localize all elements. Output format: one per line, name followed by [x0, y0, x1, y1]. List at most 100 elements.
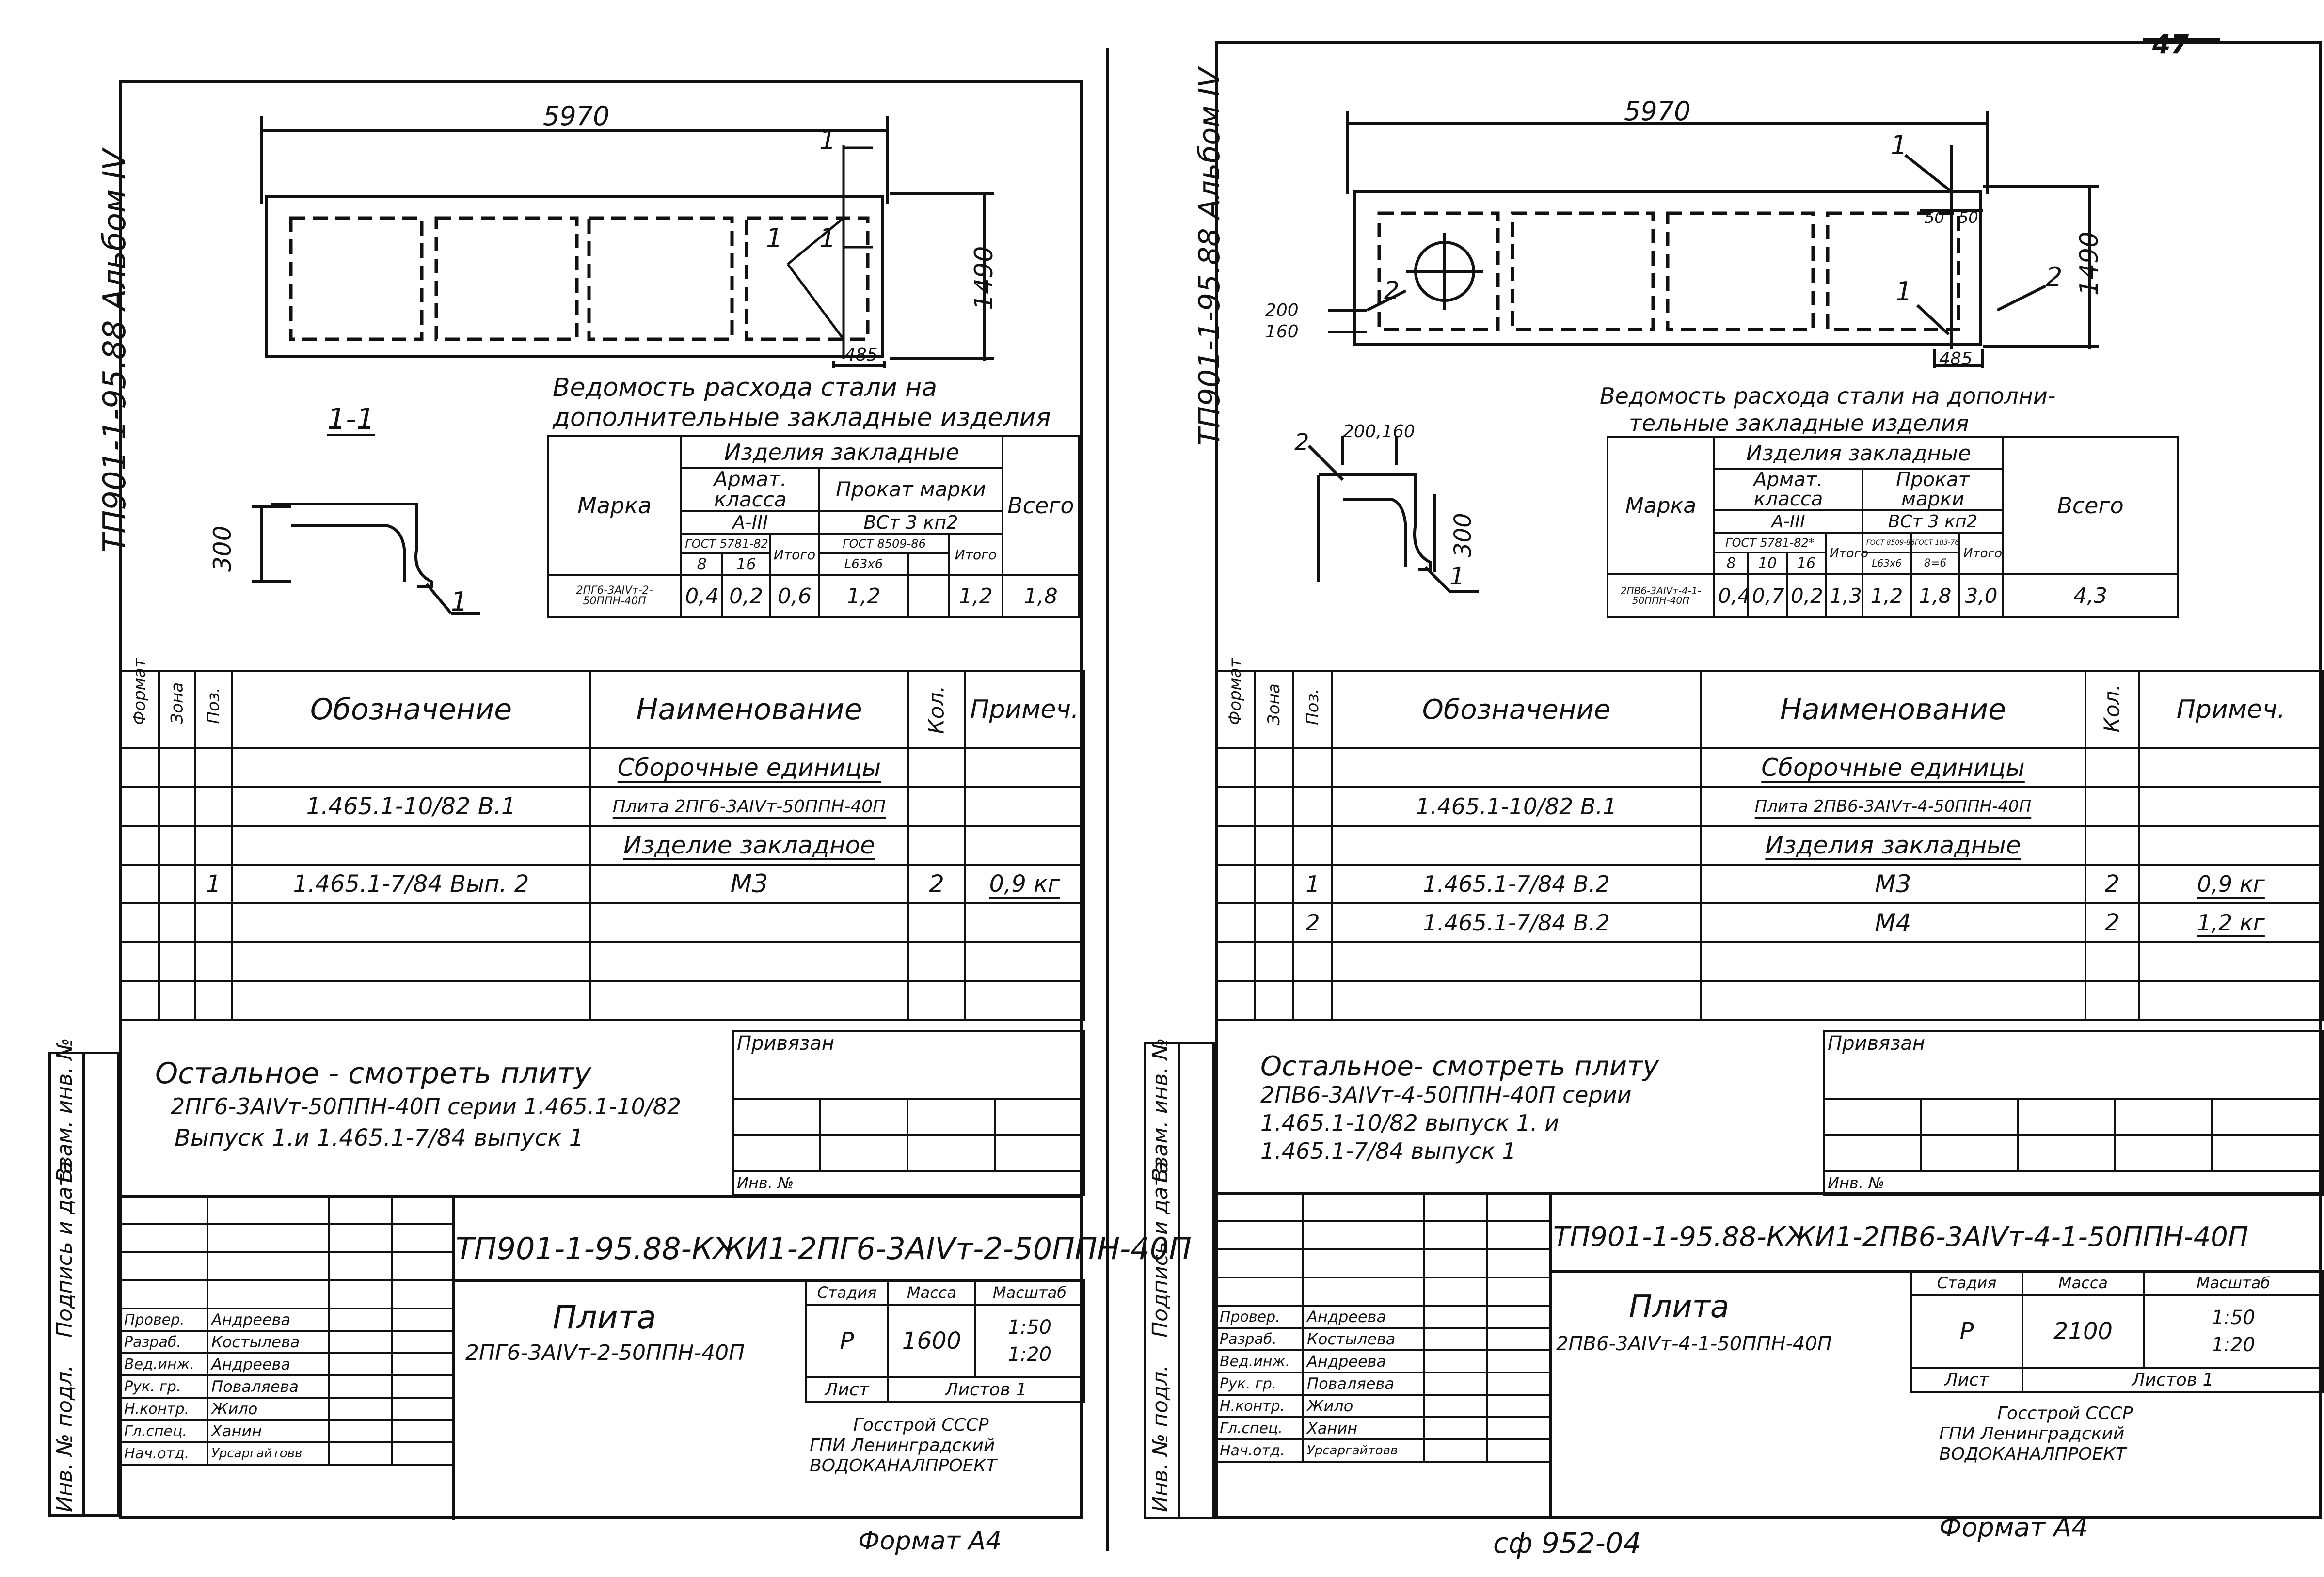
- side-strip-divider-2: [1178, 1042, 1180, 1519]
- h2-massa: Масса: [2022, 1270, 2145, 1296]
- steel-title-2-line2: тельные закладные изделия: [1629, 410, 1969, 436]
- c2-v3: 1,3: [1825, 573, 1863, 618]
- section-embedded: Изделие закладное: [589, 825, 909, 866]
- massa-value-2: 2100: [2022, 1294, 2145, 1369]
- cell-v3: 1,2: [818, 574, 909, 618]
- bottom-code: сф 952-04: [1493, 1527, 1641, 1560]
- role2-1: Разраб.: [1215, 1327, 1304, 1351]
- signature-table: Провер.Андреева Разраб.Костылева Вед.инж…: [119, 1195, 454, 1466]
- row2-2-qty: 2: [2085, 864, 2140, 904]
- h2-masshtab: Масштаб: [2143, 1270, 2324, 1296]
- row2-3-designation: 1.465.1-7/84 В.2: [1331, 902, 1702, 943]
- inv-label: Инв. №: [732, 1170, 1085, 1196]
- h-oboznachenie: Обозначение: [231, 670, 591, 749]
- row2-3-pos: 2: [1292, 902, 1333, 943]
- c2-v2: 0,2: [1786, 573, 1827, 618]
- mark-1-bottom: 1: [1895, 276, 1912, 307]
- h2-d16: 16: [1786, 552, 1827, 575]
- role2-2: Вед.инж.: [1215, 1349, 1304, 1373]
- person-3: Поваляева: [207, 1374, 330, 1399]
- person2-4: Жило: [1302, 1394, 1425, 1418]
- row2-3-note: 1,2 кг: [2138, 902, 2324, 943]
- list-label: Лист: [805, 1376, 889, 1403]
- section-item-mark: 1: [451, 586, 468, 617]
- title-big-2: Плита: [1629, 1289, 1730, 1325]
- h-izdelia-2: Изделия закладные: [1713, 436, 2005, 470]
- h-vsego-2: Всего: [2002, 436, 2179, 575]
- dim-length-2: 5970: [1624, 96, 1691, 126]
- h-poz: Поз.: [194, 670, 233, 749]
- side-vzam-inv: Взам. инв. №: [52, 1038, 77, 1183]
- role2-6: Нач.отд.: [1215, 1438, 1304, 1463]
- h2-zona: Зона: [1254, 670, 1294, 749]
- side2-podpis-data: Подпись и дата: [1148, 1161, 1173, 1338]
- section2-assembly: Сборочные единицы: [1700, 747, 2086, 788]
- person-6: Урсаргайтовв: [207, 1441, 330, 1466]
- c2-v5: 1,8: [1910, 573, 1960, 618]
- person2-6: Урсаргайтовв: [1302, 1438, 1425, 1463]
- privyazan-label-2: Привязан: [1822, 1030, 2324, 1100]
- h-d8: 8: [680, 552, 724, 576]
- section-mark-top: 1: [819, 125, 836, 156]
- h-gost2-2: ГОСТ 8509-86: [1862, 532, 1915, 553]
- cell-empty: [907, 574, 951, 618]
- h-prokat-class-2: ВСт 3 кп2: [1861, 509, 2005, 534]
- h-zona: Зона: [158, 670, 196, 749]
- h-prokat-2: Прокат марки: [1861, 468, 2005, 511]
- inv-label-2: Инв. №: [1822, 1170, 2324, 1196]
- code-divider: [452, 1279, 1083, 1282]
- org-line3: ВОДОКАНАЛПРОЕКТ: [810, 1456, 997, 1476]
- steel-title-line2: дополнительные закладные изделия: [553, 403, 1051, 432]
- format-label: Формат А4: [858, 1527, 1002, 1556]
- row2-2-name: М3: [1700, 864, 2086, 904]
- row2-2-note: 0,9 кг: [2138, 864, 2324, 904]
- steel-table: Марка Изделия закладные Всего Армат. кла…: [546, 435, 1081, 618]
- privyazan-block-2: Привязан Инв. №: [1822, 1030, 2324, 1196]
- org-line2: ГПИ Ленинградский: [810, 1435, 995, 1455]
- org-line1: Госстрой СССР: [853, 1415, 989, 1435]
- mark-2-left: 2: [1384, 276, 1400, 304]
- c2-v4: 1,2: [1862, 573, 1912, 618]
- title-block-hline-2: [1215, 1192, 2322, 1195]
- side2-inv-podl: Инв. № подл.: [1148, 1365, 1173, 1512]
- row2-name: М3: [589, 864, 909, 904]
- role-4: Н.контр.: [119, 1397, 208, 1421]
- dim-200: 200: [1265, 300, 1299, 320]
- corner-mark: [2143, 38, 2220, 41]
- h2-primech: Примеч.: [2138, 670, 2324, 749]
- person-4: Жило: [207, 1397, 330, 1421]
- row2-3-qty: 2: [2085, 902, 2140, 943]
- dim-160: 160: [1265, 322, 1299, 342]
- stadia-value-2: Р: [1910, 1294, 2023, 1369]
- section-assembly: Сборочные единицы: [589, 747, 909, 788]
- steel-title-2-line1: Ведомость расхода стали на дополни-: [1600, 383, 2056, 409]
- person-2: Андреева: [207, 1352, 330, 1376]
- embed-item-mark: 1: [766, 223, 783, 253]
- section-drawing-2: [1307, 436, 1479, 593]
- h2-prof2: 8=6: [1910, 552, 1960, 575]
- h-prokat-class: ВСт 3 кп2: [818, 510, 1003, 535]
- stadia-value: Р: [805, 1304, 889, 1378]
- h-gost1-2: ГОСТ 5781-82*: [1713, 532, 1827, 553]
- dim-offset: 485: [844, 345, 878, 365]
- page-number: 47: [2152, 29, 2189, 60]
- row2-2-pos: 1: [1292, 864, 1333, 904]
- role2-0: Провер.: [1215, 1305, 1304, 1329]
- person2-5: Ханин: [1302, 1416, 1425, 1440]
- cell-v2: 0,6: [768, 574, 821, 618]
- sheet-divider: [1106, 48, 1109, 1551]
- person-0: Андреева: [207, 1308, 330, 1332]
- h-armat-class-2: А-III: [1713, 509, 1863, 534]
- cell-v1: 0,2: [721, 574, 771, 618]
- h2-stadia: Стадия: [1910, 1270, 2023, 1296]
- h-itogo1-2: Итого: [1825, 532, 1868, 575]
- h-d16: 16: [721, 552, 771, 576]
- title-small-2: 2ПВ6-3АIVт-4-1-50ППН-40П: [1556, 1333, 1832, 1355]
- h2-kol: Кол.: [2085, 670, 2140, 749]
- person2-3: Поваляева: [1302, 1372, 1425, 1396]
- plate-plan-drawing-2: [1328, 111, 2099, 368]
- signature-table-2: Провер.Андреева Разраб.Костылева Вед.инж…: [1215, 1192, 1551, 1463]
- c2-v0: 0,4: [1713, 573, 1751, 618]
